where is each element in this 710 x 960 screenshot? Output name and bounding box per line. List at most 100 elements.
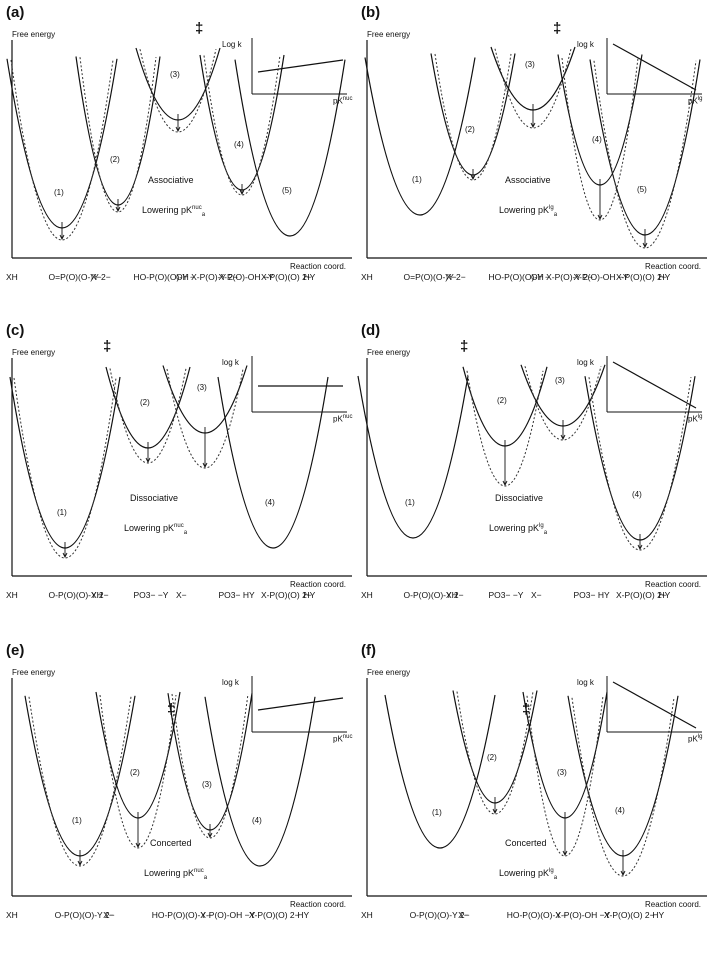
energy-well-solid [522,691,608,819]
inset-x-label: pKnuc [333,96,352,106]
transition-state-marker: ‡ [553,20,562,37]
inset-trend-line [612,681,697,729]
energy-diagram [9,356,352,577]
x-axis-title: Reaction coord. [645,900,702,909]
energy-well-solid [9,376,121,549]
inset-y-label: log k [222,358,239,367]
energy-diagram [364,38,707,259]
inset-x-superscript: nuc [342,734,353,740]
arrow-head-icon [642,242,648,249]
well-label: (2) [465,125,475,134]
x-axis-title: Reaction coord. [645,262,702,271]
energy-well-solid [162,365,248,434]
arrow-head-icon [470,174,476,181]
species-structure: HY [658,590,671,600]
arrow-head-icon [530,122,536,129]
arrow-head-icon [207,832,213,839]
x-axis-title: Reaction coord. [290,900,347,909]
inset-x-text: pK [333,96,343,106]
well-label: (4) [265,498,275,507]
species-structure: HO-P(O)(O)-Y − [488,272,550,282]
inset-x-text: pK [333,414,343,424]
species-structure: HY [303,272,316,282]
well-label: (3) [170,70,180,79]
arrow-head-icon [502,480,508,487]
species-structure: HY [303,590,316,600]
well-label: (4) [632,490,642,499]
species-structure: X− [176,590,187,600]
species-structure: PO3− −Y [133,590,169,600]
energy-well-dotted [588,377,692,551]
species-structure: X-P(O)(O) 2− [261,272,312,282]
arrow-head-icon [62,552,68,559]
inset-x-superscript: nuc [342,414,353,420]
transition-state-marker: ‡ [460,338,469,355]
energy-diagram [11,676,352,897]
lowering-superscript: nuc [194,868,204,874]
energy-well-solid [6,58,118,229]
panel-label: (d) [361,322,381,339]
lowering-superscript: nuc [192,205,202,211]
species-structure: PO3− HY [573,590,610,600]
lowering-text: Lowering pK [489,523,540,533]
well-label: (4) [615,806,625,815]
inset-x-label: pKlg [688,96,702,106]
lowering-label: Lowering pKlga [499,868,557,881]
species-structure: XH [361,590,373,600]
species-structure: HY [658,272,671,282]
lowering-text: Lowering pK [142,205,193,215]
well-label: (1) [432,808,442,817]
energy-well-dotted [139,49,217,133]
species-structure: X-P(O)-OH −Y [555,910,611,920]
arrow-head-icon [77,860,83,867]
energy-well-dotted [526,695,604,857]
arrow-head-icon [620,870,626,877]
lowering-text: Lowering pK [144,868,195,878]
well-label: (5) [282,186,292,195]
x-axis-title: Reaction coord. [290,262,347,271]
inset-x-label: pKlg [688,734,702,744]
mechanism-label: Associative [148,175,194,185]
mechanism-label: Dissociative [130,493,179,503]
transition-state-marker: ‡ [195,20,204,37]
species-structure: XH [91,590,103,600]
arrow-head-icon [202,462,208,469]
inset-trend-line [257,59,344,73]
species-structure: O-P(O)(O)-Y 2− [409,910,470,920]
lowering-superscript: lg [549,868,554,874]
lowering-subscript: a [203,874,208,881]
well-label: (3) [557,768,567,777]
species-structure: O=P(O)(O-)Y 2− [48,272,111,282]
inset-y-label: log k [577,40,594,49]
species-structure: O-P(O)(O)-Y 2− [54,910,115,920]
y-axis-title: Free energy [12,30,56,39]
energy-well-dotted [593,60,697,249]
lowering-subscript: a [543,529,548,536]
lowering-superscript: nuc [174,523,184,529]
inset-y-label: log k [577,358,594,367]
well-label: (1) [54,188,64,197]
lowering-text: Lowering pK [124,523,175,533]
lowering-superscript: lg [539,523,544,529]
transition-state-marker: ‡ [522,701,531,718]
energy-well-dotted [79,57,157,213]
x-axis-title: Reaction coord. [645,580,702,589]
species-structure: XH [6,910,18,920]
arrow-head-icon [560,434,566,441]
energy-well-dotted [203,55,281,196]
energy-well-solid [364,57,476,216]
inset-x-text: pK [333,734,343,744]
species-structure: XH [361,272,373,282]
panel-label: (a) [6,4,25,21]
mechanism-label: Associative [505,175,551,185]
lowering-label: Lowering pKlga [499,205,557,218]
energy-well-solid [234,59,346,237]
species-structure: X− [531,590,542,600]
energy-well-dotted [10,59,114,241]
species-structure: X− [91,272,102,282]
